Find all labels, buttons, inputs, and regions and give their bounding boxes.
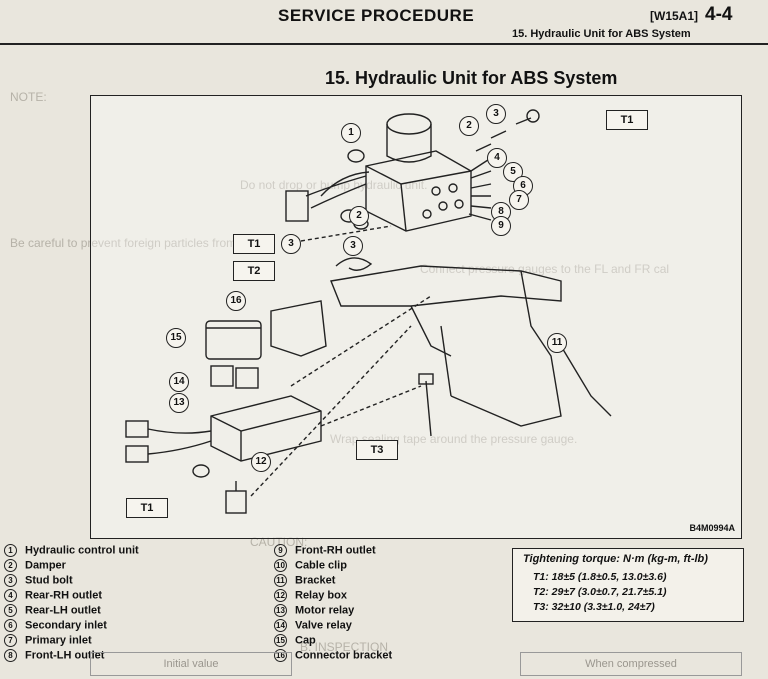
figure-code: B4M0994A <box>689 523 735 533</box>
callout-16: 16 <box>226 291 246 311</box>
torque-line: T3: 32±10 (3.3±1.0, 24±7) <box>533 601 655 613</box>
header-code: [W15A1] <box>650 9 699 23</box>
callout-14: 14 <box>169 372 189 392</box>
callout-13: 13 <box>169 393 189 413</box>
torque-label: T1 <box>233 234 275 254</box>
callout-1: 1 <box>341 123 361 143</box>
bottom-table-cell: When compressed <box>520 652 742 676</box>
callout-4: 4 <box>487 148 507 168</box>
torque-label: T2 <box>233 261 275 281</box>
header-page-number: 4-4 <box>705 4 733 25</box>
callout-12: 12 <box>251 452 271 472</box>
header-subtitle: 15. Hydraulic Unit for ABS System <box>512 28 691 40</box>
header-rule <box>0 43 768 45</box>
callout-2b: 2 <box>349 206 369 226</box>
exploded-diagram: T1 T1 T2 T3 T1 1 2 3 2 3 4 5 6 7 8 9 3 1… <box>90 95 742 539</box>
torque-title: Tightening torque: N·m (kg-m, ft-lb) <box>523 553 708 565</box>
torque-label: T1 <box>606 110 648 130</box>
torque-label: T1 <box>126 498 168 518</box>
torque-line: T2: 29±7 (3.0±0.7, 21.7±5.1) <box>533 586 667 598</box>
callout-7: 7 <box>509 190 529 210</box>
callout-3b: 3 <box>343 236 363 256</box>
bottom-table-cell: Initial value <box>90 652 292 676</box>
callout-3: 3 <box>486 104 506 124</box>
torque-spec-box: Tightening torque: N·m (kg-m, ft-lb) T1:… <box>512 548 744 622</box>
callout-15: 15 <box>166 328 186 348</box>
header-section: SERVICE PROCEDURE <box>278 6 475 25</box>
callout-3c: 3 <box>281 234 301 254</box>
bleed-text: Be careful to prevent foreign particles … <box>10 236 276 250</box>
bleed-text: NOTE: <box>10 90 47 104</box>
page-title: 15. Hydraulic Unit for ABS System <box>325 68 618 88</box>
callout-11: 11 <box>547 333 567 353</box>
callout-9: 9 <box>491 216 511 236</box>
callout-2: 2 <box>459 116 479 136</box>
bleed-text: Connect pressure gauges to the FL and FR… <box>420 262 670 276</box>
bleed-text: B: INSPECTION <box>300 640 389 654</box>
torque-label: T3 <box>356 440 398 460</box>
diagram-drawing <box>125 109 612 514</box>
torque-line: T1: 18±5 (1.8±0.5, 13.0±3.6) <box>533 571 667 583</box>
